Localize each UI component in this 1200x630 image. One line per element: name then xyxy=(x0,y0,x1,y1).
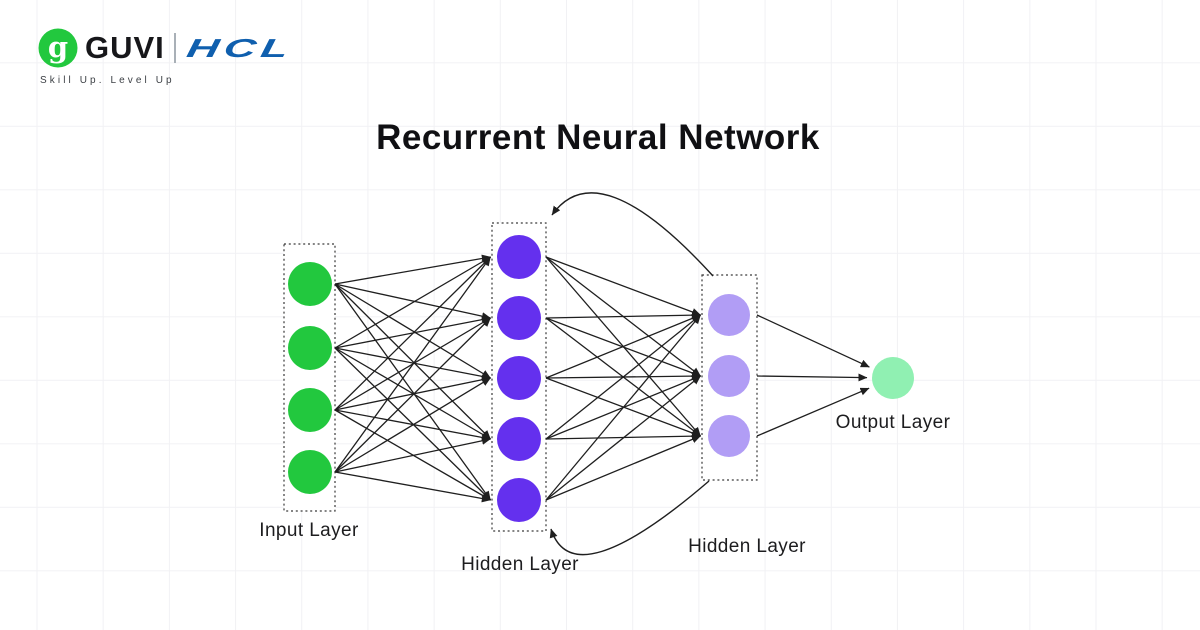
input-layer-node xyxy=(288,262,332,306)
hidden-layer-1-node xyxy=(497,235,541,279)
edge-hidden-layer-2-to-output-layer xyxy=(756,314,870,368)
edge-input-layer-to-hidden-layer-1 xyxy=(334,283,491,440)
guvi-icon-glyph: g xyxy=(48,30,68,64)
guvi-logo-icon: g xyxy=(38,28,78,68)
edge-input-layer-to-hidden-layer-1 xyxy=(334,283,491,321)
edge-input-layer-to-hidden-layer-1 xyxy=(334,256,491,349)
input-layer-node xyxy=(288,326,332,370)
edge-hidden-layer-1-to-hidden-layer-2 xyxy=(545,314,701,440)
input-layer-label: Input Layer xyxy=(259,520,359,541)
edge-input-layer-to-hidden-layer-1 xyxy=(334,317,491,473)
edge-input-layer-to-hidden-layer-1 xyxy=(334,377,491,473)
hidden-layer-1-node xyxy=(497,296,541,340)
logo-row: g GUVI HCL xyxy=(38,26,296,70)
page-title: Recurrent Neural Network xyxy=(376,118,820,157)
edge-input-layer-to-hidden-layer-1 xyxy=(334,436,491,473)
edge-input-layer-to-hidden-layer-1 xyxy=(334,256,492,473)
hidden-layer-1-node xyxy=(497,417,541,461)
guvi-icon-circle xyxy=(38,28,78,68)
recurrent-arrow-top xyxy=(551,192,714,277)
recurrent-arrow-bottom xyxy=(549,480,710,556)
brand-name: GUVI xyxy=(85,30,165,65)
edge-input-layer-to-hidden-layer-1 xyxy=(334,347,491,381)
output-layer-node xyxy=(872,357,914,399)
edge-hidden-layer-1-to-hidden-layer-2 xyxy=(545,314,701,501)
edge-hidden-layer-2-to-output-layer xyxy=(756,373,868,382)
hidden-layer-2-label: Hidden Layer xyxy=(688,536,806,557)
logo-divider xyxy=(173,33,176,63)
hidden-layer-1-label: Hidden Layer xyxy=(461,554,579,575)
input-layer-node xyxy=(288,450,332,494)
edge-input-layer-to-hidden-layer-1 xyxy=(334,471,491,503)
edge-input-layer-to-hidden-layer-1 xyxy=(334,254,491,285)
hidden-layer-2-node xyxy=(708,415,750,457)
logo: g GUVI HCL Skill Up. Level Up xyxy=(38,26,296,86)
edge-input-layer-to-hidden-layer-1 xyxy=(334,375,491,411)
edge-hidden-layer-2-to-output-layer xyxy=(756,387,870,437)
edge-hidden-layer-1-to-hidden-layer-2 xyxy=(545,375,701,501)
edge-hidden-layer-1-to-hidden-layer-2 xyxy=(545,314,701,379)
hidden-layer-1-node xyxy=(497,356,541,400)
edge-input-layer-to-hidden-layer-1 xyxy=(334,283,491,379)
output-layer-label: Output Layer xyxy=(835,412,951,433)
edge-hidden-layer-1-to-hidden-layer-2 xyxy=(545,435,701,501)
input-layer-node xyxy=(288,388,332,432)
hidden-layer-2-node xyxy=(708,294,750,336)
edge-input-layer-to-hidden-layer-1 xyxy=(334,256,491,411)
hidden-layer-2-node xyxy=(708,355,750,397)
hidden-layer-1-node xyxy=(497,478,541,522)
edge-hidden-layer-1-to-hidden-layer-2 xyxy=(545,256,701,316)
brand-tagline: Skill Up. Level Up xyxy=(40,75,175,86)
edge-hidden-layer-1-to-hidden-layer-2 xyxy=(545,311,701,320)
edge-input-layer-to-hidden-layer-1 xyxy=(334,283,492,501)
